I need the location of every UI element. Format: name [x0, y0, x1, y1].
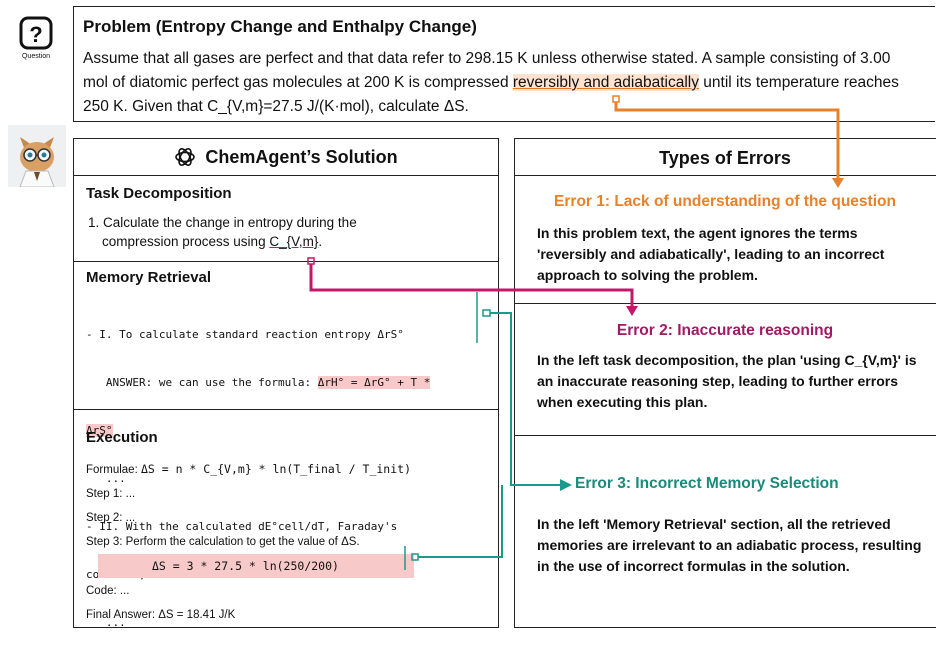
highlight-calculation: ΔS = 3 * 27.5 * ln(250/200)	[98, 554, 414, 578]
highlight-cvm: C_{V,m}	[269, 234, 319, 249]
svg-text:?: ?	[29, 22, 42, 47]
memory-retrieval-content: - I. To calculate standard reaction entr…	[86, 328, 431, 629]
question-label: Question	[21, 53, 51, 60]
execution-title: Execution	[86, 429, 158, 446]
error-3-body: In the left 'Memory Retrieval' section, …	[537, 516, 922, 574]
problem-line-1: Assume that all gases are perfect and th…	[83, 50, 891, 67]
highlight-reversibly-adiabatically: reversibly and adiabatically	[512, 74, 699, 91]
error-1-title: Error 1: Lack of understanding of the qu…	[554, 193, 896, 210]
solution-box: ChemAgent’s Solution Task Decomposition …	[73, 138, 499, 629]
problem-text: Assume that all gases are perfect and th…	[83, 47, 933, 119]
errors-box: Types of Errors Error 1: Lack of underst…	[514, 138, 936, 628]
solution-title: ChemAgent’s Solution	[205, 146, 398, 167]
problem-line-3: 250 K. Given that C_{V,m}=27.5 J/(K·mol)…	[83, 98, 469, 115]
task-decomposition-title: Task Decomposition	[86, 185, 232, 202]
problem-title: Problem (Entropy Change and Enthalpy Cha…	[83, 17, 477, 36]
execution-content: Formulae: ΔS = n * C_{V,m} * ln(T_final …	[86, 457, 496, 627]
error-2-title: Error 2: Inaccurate reasoning	[616, 322, 834, 339]
errors-title: Types of Errors	[659, 148, 791, 168]
error-3-title: Error 3: Incorrect Memory Selection	[575, 475, 839, 492]
highlight-formula: ΔrH° = ΔrG° + T *	[317, 376, 431, 389]
error-2-body: In the left task decomposition, the plan…	[537, 352, 917, 410]
problem-line-2: mol of diatomic perfect gas molecules at…	[83, 74, 899, 91]
question-icon: ?	[18, 15, 54, 51]
openai-logo-icon	[175, 148, 196, 166]
error-1-body: In this problem text, the agent ignores …	[537, 225, 885, 283]
task-item: 1. Calculate the change in entropy durin…	[88, 215, 357, 249]
memory-retrieval-title: Memory Retrieval	[86, 269, 212, 286]
solution-header: ChemAgent’s Solution	[74, 139, 497, 175]
problem-box: Problem (Entropy Change and Enthalpy Cha…	[73, 6, 935, 122]
cat-avatar	[8, 125, 66, 188]
